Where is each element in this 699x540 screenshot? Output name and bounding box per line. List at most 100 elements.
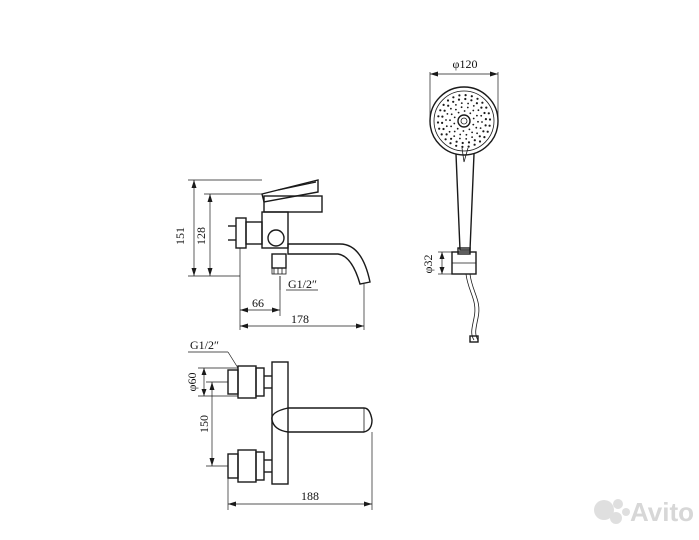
nozzle-dot bbox=[476, 114, 478, 117]
nozzle-dot bbox=[472, 117, 475, 120]
nozzle-dot bbox=[461, 141, 464, 145]
nozzle-dot bbox=[437, 115, 440, 118]
nozzle-dot bbox=[453, 130, 456, 133]
nozzle-dot bbox=[466, 106, 469, 109]
nozzle-dot bbox=[441, 121, 444, 124]
nozzle-dot bbox=[473, 143, 476, 146]
nozzle-dot bbox=[470, 99, 473, 102]
nozzle-dot bbox=[472, 105, 475, 107]
nozzle-dot bbox=[448, 130, 451, 133]
nozzle-dot bbox=[484, 118, 487, 121]
side-view-dimensions: 151 128 G1/2″ 66 178 bbox=[173, 179, 365, 330]
nozzle-dot bbox=[444, 138, 447, 141]
dim-150-label: 150 bbox=[197, 415, 211, 433]
nozzle-dot bbox=[447, 104, 450, 107]
nozzle-dot bbox=[460, 106, 463, 109]
nozzle-dot bbox=[485, 106, 488, 109]
dim-188-label: 188 bbox=[301, 489, 319, 503]
nozzle-dot bbox=[481, 121, 483, 123]
nozzle-dot bbox=[478, 135, 481, 138]
nozzle-dot bbox=[442, 127, 445, 131]
nozzle-dot bbox=[459, 133, 462, 136]
nozzle-dot bbox=[455, 104, 457, 106]
nozzle-dot bbox=[459, 137, 461, 140]
nozzle-dot bbox=[471, 131, 473, 134]
nozzle-dot bbox=[471, 136, 473, 139]
nozzle-dot bbox=[441, 115, 444, 118]
nozzle-dot bbox=[467, 141, 471, 144]
top-view-dimensions: G1/2″ φ60 150 188 bbox=[185, 338, 373, 510]
nozzle-dot bbox=[480, 114, 483, 117]
thread-top-label: G1/2″ bbox=[190, 338, 219, 352]
nozzle-dot bbox=[453, 116, 456, 119]
nozzle-dot bbox=[450, 125, 452, 128]
nozzle-dot bbox=[452, 100, 455, 103]
nozzle-dot bbox=[455, 144, 458, 147]
nozzle-dot bbox=[440, 133, 443, 136]
dim-phi120-label: φ120 bbox=[453, 57, 478, 71]
top-view-mixer bbox=[227, 361, 373, 485]
nozzle-dot bbox=[453, 122, 456, 125]
avito-watermark: Avito bbox=[594, 497, 694, 527]
nozzle-dot bbox=[439, 109, 442, 112]
dim-128-label: 128 bbox=[194, 227, 208, 245]
nozzle-dot bbox=[464, 97, 467, 101]
avito-dots-logo-icon bbox=[594, 499, 630, 524]
thread-side-label: G1/2″ bbox=[288, 277, 317, 291]
nozzle-dot bbox=[462, 130, 465, 132]
nozzle-dot bbox=[456, 127, 459, 130]
nozzle-dot bbox=[460, 102, 463, 104]
nozzle-dot bbox=[455, 140, 458, 143]
nozzle-dot bbox=[463, 110, 466, 112]
nozzle-dot bbox=[476, 132, 478, 135]
nozzle-dot bbox=[450, 113, 453, 116]
nozzle-dot bbox=[479, 127, 482, 129]
nozzle-dot bbox=[445, 133, 448, 136]
nozzle-dot bbox=[467, 102, 469, 105]
nozzle-dot bbox=[478, 140, 482, 143]
nozzle-dot bbox=[436, 121, 440, 124]
nozzle-dot bbox=[446, 113, 449, 115]
nozzle-dot bbox=[488, 124, 491, 127]
nozzle-dot bbox=[458, 94, 461, 97]
nozzle-dot bbox=[465, 138, 468, 140]
nozzle-dot bbox=[443, 109, 446, 112]
nozzle-dot bbox=[467, 145, 470, 148]
nozzle-dot bbox=[455, 108, 457, 111]
nozzle-dot bbox=[472, 109, 475, 112]
nozzle-dot bbox=[465, 133, 468, 136]
nozzle-dot bbox=[487, 112, 490, 115]
dim-66-label: 66 bbox=[252, 296, 264, 310]
nozzle-dot bbox=[483, 111, 486, 115]
side-view-mixer bbox=[228, 179, 371, 285]
dim-phi32-label: φ32 bbox=[421, 255, 435, 274]
nozzle-dot bbox=[475, 102, 478, 105]
nozzle-dot bbox=[475, 126, 478, 129]
nozzle-dot bbox=[477, 109, 480, 112]
dim-151-label: 151 bbox=[173, 227, 187, 245]
nozzle-dot bbox=[483, 136, 486, 139]
nozzle-dot bbox=[477, 120, 479, 123]
nozzle-dot bbox=[469, 112, 472, 115]
nozzle-dot bbox=[453, 135, 456, 138]
nozzle-dot bbox=[480, 106, 483, 109]
nozzle-dot bbox=[452, 96, 455, 99]
nozzle-dot bbox=[470, 95, 473, 98]
nozzle-dot bbox=[449, 142, 452, 145]
nozzle-pattern bbox=[436, 94, 492, 148]
hand-shower-dimensions: φ120 φ32 bbox=[421, 57, 499, 275]
nozzle-dot bbox=[450, 107, 452, 110]
nozzle-dot bbox=[442, 103, 445, 106]
nozzle-dot bbox=[445, 125, 448, 128]
nozzle-dot bbox=[473, 139, 476, 142]
nozzle-dot bbox=[484, 124, 487, 127]
nozzle-dot bbox=[464, 94, 467, 97]
avito-brand-text: Avito bbox=[630, 497, 694, 527]
dim-phi60-label: φ60 bbox=[185, 373, 199, 392]
nozzle-dot bbox=[449, 119, 451, 122]
nozzle-dot bbox=[476, 97, 479, 100]
nozzle-dot bbox=[488, 118, 492, 121]
nozzle-dot bbox=[438, 127, 441, 130]
hand-shower bbox=[429, 86, 499, 343]
